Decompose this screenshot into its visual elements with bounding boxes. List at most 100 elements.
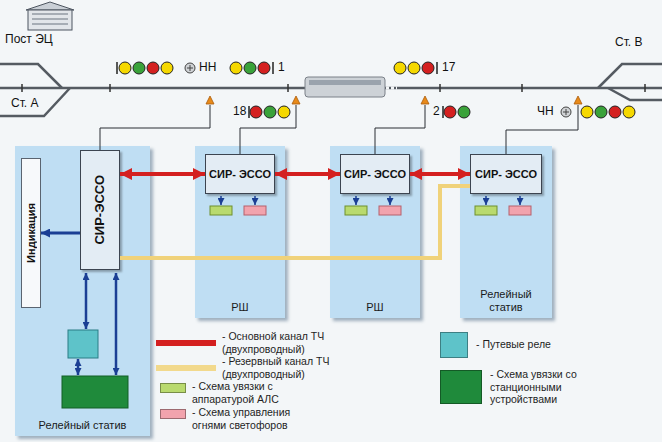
signal-head xyxy=(561,107,571,117)
legend-swatch xyxy=(156,365,216,371)
signal-label: 18 xyxy=(232,105,247,119)
tracks xyxy=(0,64,662,116)
station-interface-block xyxy=(62,376,128,408)
signal-mast xyxy=(436,62,438,74)
legend-text: - Схема увязки с аппаратурой АЛС xyxy=(192,380,304,405)
node-text: РШ xyxy=(334,301,416,314)
legend-text: - Схема управления огнями светофоров xyxy=(192,406,304,431)
building-windows xyxy=(32,14,68,24)
signal-lamp xyxy=(278,106,290,118)
indication-panel: Индикация xyxy=(21,158,41,308)
sensor-triangle xyxy=(206,96,214,104)
track-cabinet: РШСИР- ЭССО xyxy=(195,146,285,318)
relay-rack: Релейный статив Индикация СИР-ЭССО xyxy=(15,146,150,436)
signal-cross xyxy=(187,65,193,71)
node-text: Релейный статив xyxy=(19,419,146,432)
signal-lamp xyxy=(444,106,456,118)
cabinet-blocks xyxy=(210,196,531,215)
signal-lamp xyxy=(133,62,145,74)
station-label: Ст. А xyxy=(10,97,40,111)
insulating-joint xyxy=(21,84,23,92)
link-arrow xyxy=(254,196,256,205)
link-arrow xyxy=(355,196,357,205)
signal-mast xyxy=(272,62,274,74)
link-arrow xyxy=(85,273,88,329)
als-interface-block xyxy=(210,206,232,215)
sir-esso-unit: СИР-ЭССО xyxy=(80,150,120,270)
train-body xyxy=(305,77,385,97)
lamp-control-block xyxy=(379,206,401,215)
node-text: СИР- ЭССО xyxy=(475,168,537,181)
legend-text: - Резервный канал ТЧ (двухпроводный) xyxy=(222,355,347,380)
train xyxy=(305,77,397,97)
station-label: Ст. В xyxy=(614,36,644,50)
station-track xyxy=(608,88,662,100)
legend-text: - Основной канал ТЧ (двухпроводный) xyxy=(222,330,347,355)
main-channel xyxy=(410,172,470,176)
signal-lamp xyxy=(408,62,420,74)
legend-swatch xyxy=(156,340,216,346)
link-arrow xyxy=(115,273,118,375)
lamp-control-block xyxy=(509,206,531,215)
wire xyxy=(240,105,296,154)
sensor-triangle xyxy=(421,96,429,104)
signal-wires xyxy=(100,105,578,154)
sensor-triangle xyxy=(292,96,300,104)
wire xyxy=(506,105,578,154)
insulating-joint xyxy=(109,84,111,92)
legend-text: - Путевые реле xyxy=(476,338,606,351)
station-track xyxy=(0,64,62,88)
train-windows xyxy=(309,80,381,85)
signal-lamp xyxy=(250,106,262,118)
signal-lamp xyxy=(394,62,406,74)
signal-lamp xyxy=(147,62,159,74)
legend-swatch xyxy=(440,370,482,404)
station-label: Пост ЭЦ xyxy=(4,33,54,47)
signal-label: 2 xyxy=(432,105,441,119)
main-channel xyxy=(275,172,340,176)
insulating-joint xyxy=(287,84,289,92)
window-row xyxy=(32,24,68,25)
insulating-joint xyxy=(521,84,523,92)
dashed-track xyxy=(386,87,397,90)
signal-lamp xyxy=(422,62,434,74)
node-text: СИР-ЭССО xyxy=(93,175,108,245)
signal-label: НН xyxy=(198,61,217,75)
node-text: Индикация xyxy=(25,203,37,263)
track-relay-block xyxy=(68,330,98,358)
legend-text: - Схема увязки со станционными устройств… xyxy=(490,368,610,406)
reserve-channel xyxy=(120,186,470,258)
signal-label: 17 xyxy=(441,61,456,75)
wire xyxy=(375,105,425,154)
sir-esso-unit: СИР- ЭССО xyxy=(205,154,275,194)
track-cabinet: РШ СИР- ЭССО xyxy=(330,146,420,318)
insulating-joint xyxy=(439,84,441,92)
signal-lamp xyxy=(264,106,276,118)
signal-mast xyxy=(442,106,444,118)
sir-esso-unit: СИР- ЭССО xyxy=(470,154,542,194)
window-row xyxy=(32,14,68,15)
signal-cross xyxy=(563,109,569,115)
node-text: СИР- ЭССО xyxy=(209,168,271,181)
node-text: СИР- ЭССО xyxy=(344,168,406,181)
signal-lamp xyxy=(609,106,621,118)
main-channel xyxy=(120,172,205,176)
signal-label: 1 xyxy=(277,61,286,75)
track-sensors xyxy=(206,96,582,104)
signal-lamp xyxy=(258,62,270,74)
link-arrow xyxy=(77,359,80,375)
signal-lamp xyxy=(161,62,173,74)
signal-head xyxy=(185,63,195,73)
signal-lamp xyxy=(119,62,131,74)
signal-lamp xyxy=(244,62,256,74)
signal-mast xyxy=(248,106,250,118)
lamp-control-block xyxy=(244,206,266,215)
relay-rack: Релейный стативСИР- ЭССО xyxy=(460,146,552,318)
shunting-signal xyxy=(561,107,571,117)
station-building xyxy=(26,2,74,30)
signal-lamp xyxy=(623,106,635,118)
signal-lamp xyxy=(581,106,593,118)
legend-swatch xyxy=(440,332,468,358)
station-track xyxy=(598,64,662,88)
